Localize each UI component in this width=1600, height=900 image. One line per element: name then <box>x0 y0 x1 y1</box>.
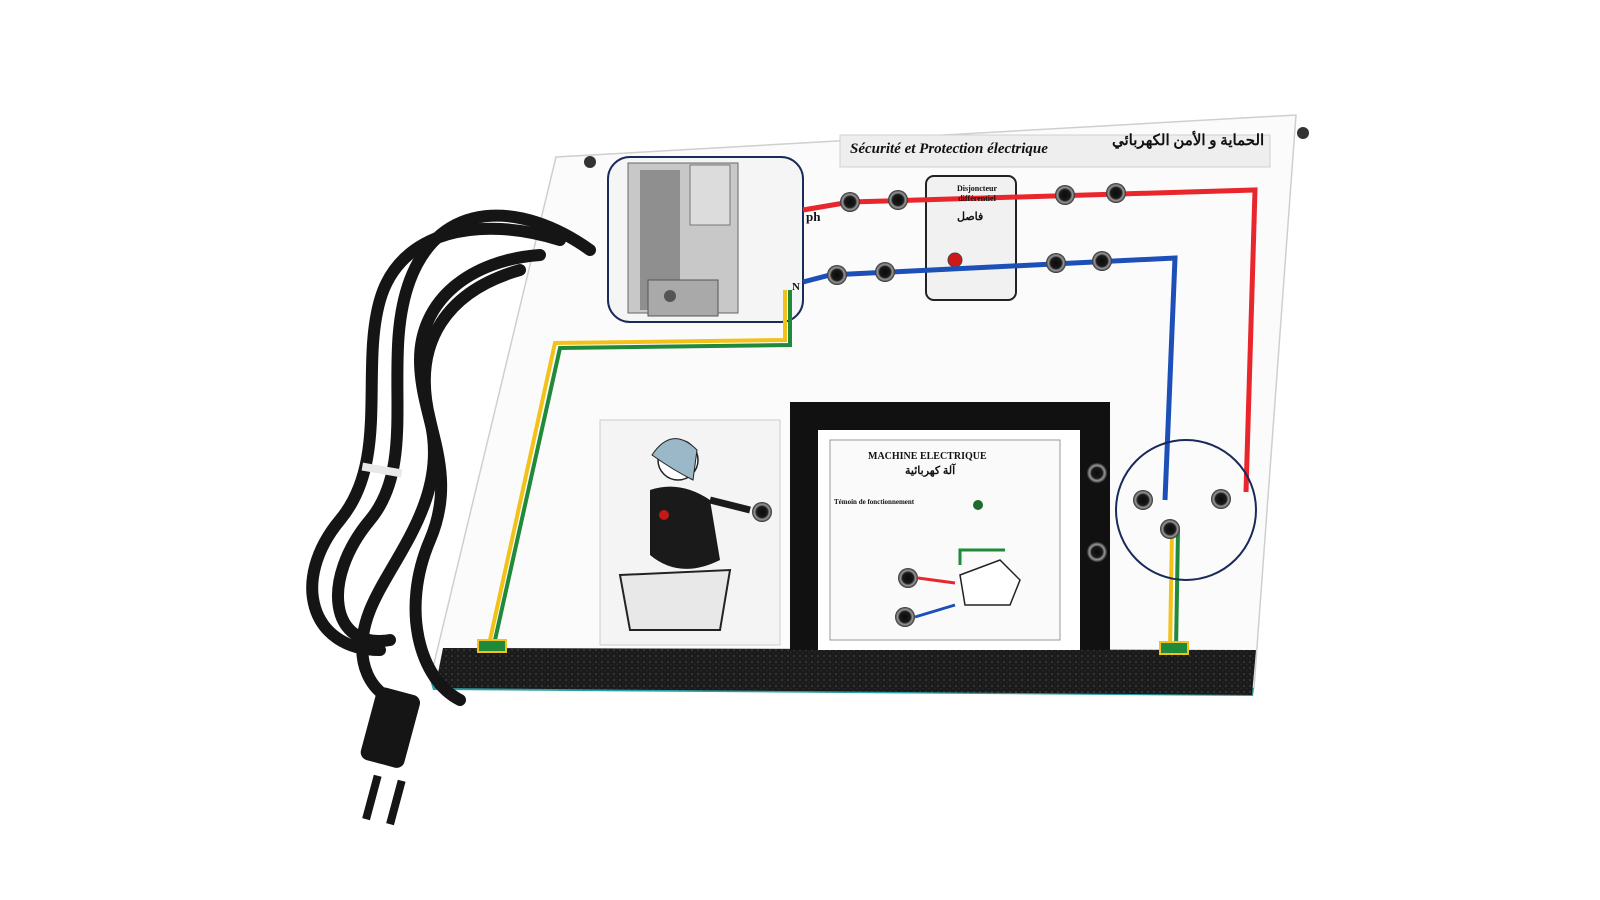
test-button[interactable] <box>947 252 963 268</box>
user-illustration <box>599 419 781 646</box>
socket[interactable] <box>875 262 895 282</box>
socket[interactable] <box>888 190 908 210</box>
phase-wire <box>802 187 1258 493</box>
machine-socket[interactable] <box>1087 542 1107 562</box>
phase-label: ph <box>806 209 821 224</box>
power-cord <box>306 209 596 711</box>
drill-icon <box>959 559 1021 606</box>
title-banner <box>839 134 1271 168</box>
machine-label-ar: آلة كهربائية <box>905 465 956 477</box>
earth-wire <box>488 290 1180 651</box>
machine-socket[interactable] <box>895 607 915 627</box>
socket[interactable] <box>840 192 860 212</box>
outlet-socket[interactable] <box>1160 519 1180 539</box>
board-title-ar: الحماية و الأمن الكهربائي <box>1112 133 1265 149</box>
cable-tie <box>361 462 403 478</box>
transformer <box>607 156 804 323</box>
breaker-label-fr: Disjoncteur différentiel <box>957 184 997 203</box>
neutral-wire <box>802 255 1178 501</box>
socket[interactable] <box>1297 127 1309 139</box>
socket[interactable] <box>584 156 596 168</box>
machine-socket[interactable] <box>898 568 918 588</box>
base-strip <box>435 648 1256 695</box>
socket[interactable] <box>1106 183 1126 203</box>
indicator-led <box>973 500 983 510</box>
breaker-label-ar: فاصل <box>957 211 984 223</box>
terminal-sockets <box>584 127 1309 285</box>
machine-socket[interactable] <box>1087 463 1107 483</box>
socket[interactable] <box>1092 251 1112 271</box>
machine-label-fr: MACHINE ELECTRIQUE <box>868 451 987 462</box>
power-plug <box>360 687 420 826</box>
machine-panel <box>790 402 1110 650</box>
indicator-label: Témoin de fonctionnement <box>834 498 915 506</box>
power-outlet <box>1115 439 1257 581</box>
neutral-label: N <box>792 281 800 293</box>
outlet-socket[interactable] <box>1211 489 1231 509</box>
socket[interactable] <box>827 265 847 285</box>
outlet-socket[interactable] <box>1133 490 1153 510</box>
touch-socket[interactable] <box>752 502 772 522</box>
socket[interactable] <box>1055 185 1075 205</box>
socket[interactable] <box>1046 253 1066 273</box>
board-title-fr: Sécurité et Protection électrique <box>850 141 1048 157</box>
earth-terminals <box>477 639 1189 655</box>
